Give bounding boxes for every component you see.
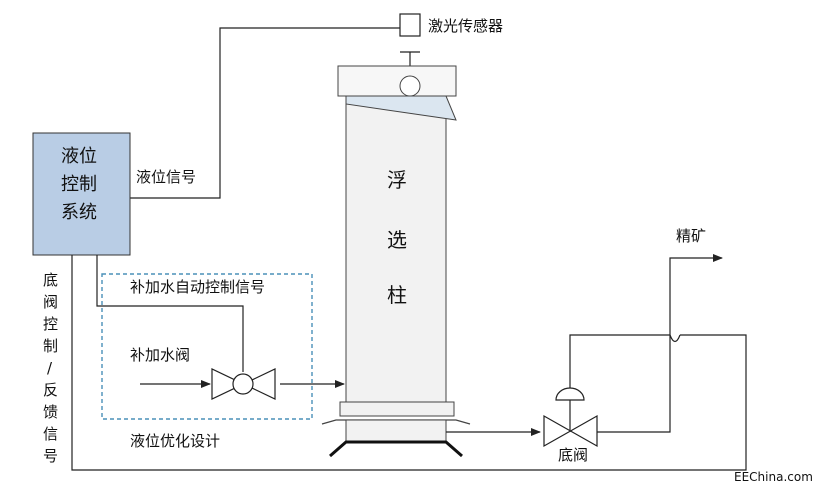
column-label-1: 浮 bbox=[387, 168, 407, 192]
column-label-2: 选 bbox=[387, 228, 407, 252]
column-bottom bbox=[345, 419, 447, 443]
control-system-label-2: 控制 bbox=[61, 174, 97, 195]
column-stand bbox=[329, 440, 463, 458]
concentrate-pipe bbox=[597, 254, 723, 433]
bottom-valve-signal-char-9: 号 bbox=[43, 447, 58, 465]
bottom-valve-actuator bbox=[555, 387, 585, 401]
makeup-valve-label: 补加水阀 bbox=[130, 346, 190, 364]
concentrate-label: 精矿 bbox=[676, 227, 706, 245]
bottom-valve-signal-char-8: 信 bbox=[43, 425, 58, 443]
bottom-valve-signal-label: 底 阀 控 制 / 反 馈 信 号 bbox=[43, 271, 58, 465]
makeup-control-wire bbox=[96, 255, 244, 372]
bottom-valve-control-wire bbox=[569, 334, 681, 390]
makeup-valve-actuator bbox=[232, 373, 254, 395]
bottom-valve-signal-char-3: 控 bbox=[43, 315, 58, 333]
bottom-valve-signal-char-1: 底 bbox=[43, 271, 58, 289]
level-optimization-box bbox=[101, 273, 313, 420]
bottom-valve-body bbox=[543, 414, 598, 448]
level-signal-wire bbox=[130, 27, 400, 199]
level-float bbox=[399, 75, 421, 97]
control-system-label-3: 系统 bbox=[61, 202, 97, 223]
bottom-valve-label: 底阀 bbox=[558, 446, 588, 464]
level-optimization-label: 液位优化设计 bbox=[130, 432, 220, 450]
bottom-valve-feedback-wire bbox=[71, 255, 747, 471]
bottom-valve-signal-char-2: 阀 bbox=[43, 293, 58, 311]
column-base-flange bbox=[339, 401, 455, 417]
column-label-3: 柱 bbox=[387, 283, 407, 307]
column-top-cap bbox=[337, 65, 457, 97]
control-system-label-1: 液位 bbox=[61, 146, 97, 167]
level-signal-label: 液位信号 bbox=[136, 168, 196, 186]
bottom-valve-signal-char-7: 馈 bbox=[43, 403, 58, 421]
control-system-box bbox=[32, 132, 131, 256]
bottom-valve-signal-char-5: / bbox=[47, 359, 53, 377]
watermark: EEChina.com bbox=[734, 470, 813, 484]
laser-sensor-box bbox=[399, 13, 421, 37]
bottom-valve-signal-char-4: 制 bbox=[43, 337, 58, 355]
bottom-valve-signal-char-6: 反 bbox=[43, 381, 58, 399]
makeup-auto-signal-label: 补加水自动控制信号 bbox=[130, 278, 265, 296]
laser-sensor-label: 激光传感器 bbox=[428, 17, 503, 35]
